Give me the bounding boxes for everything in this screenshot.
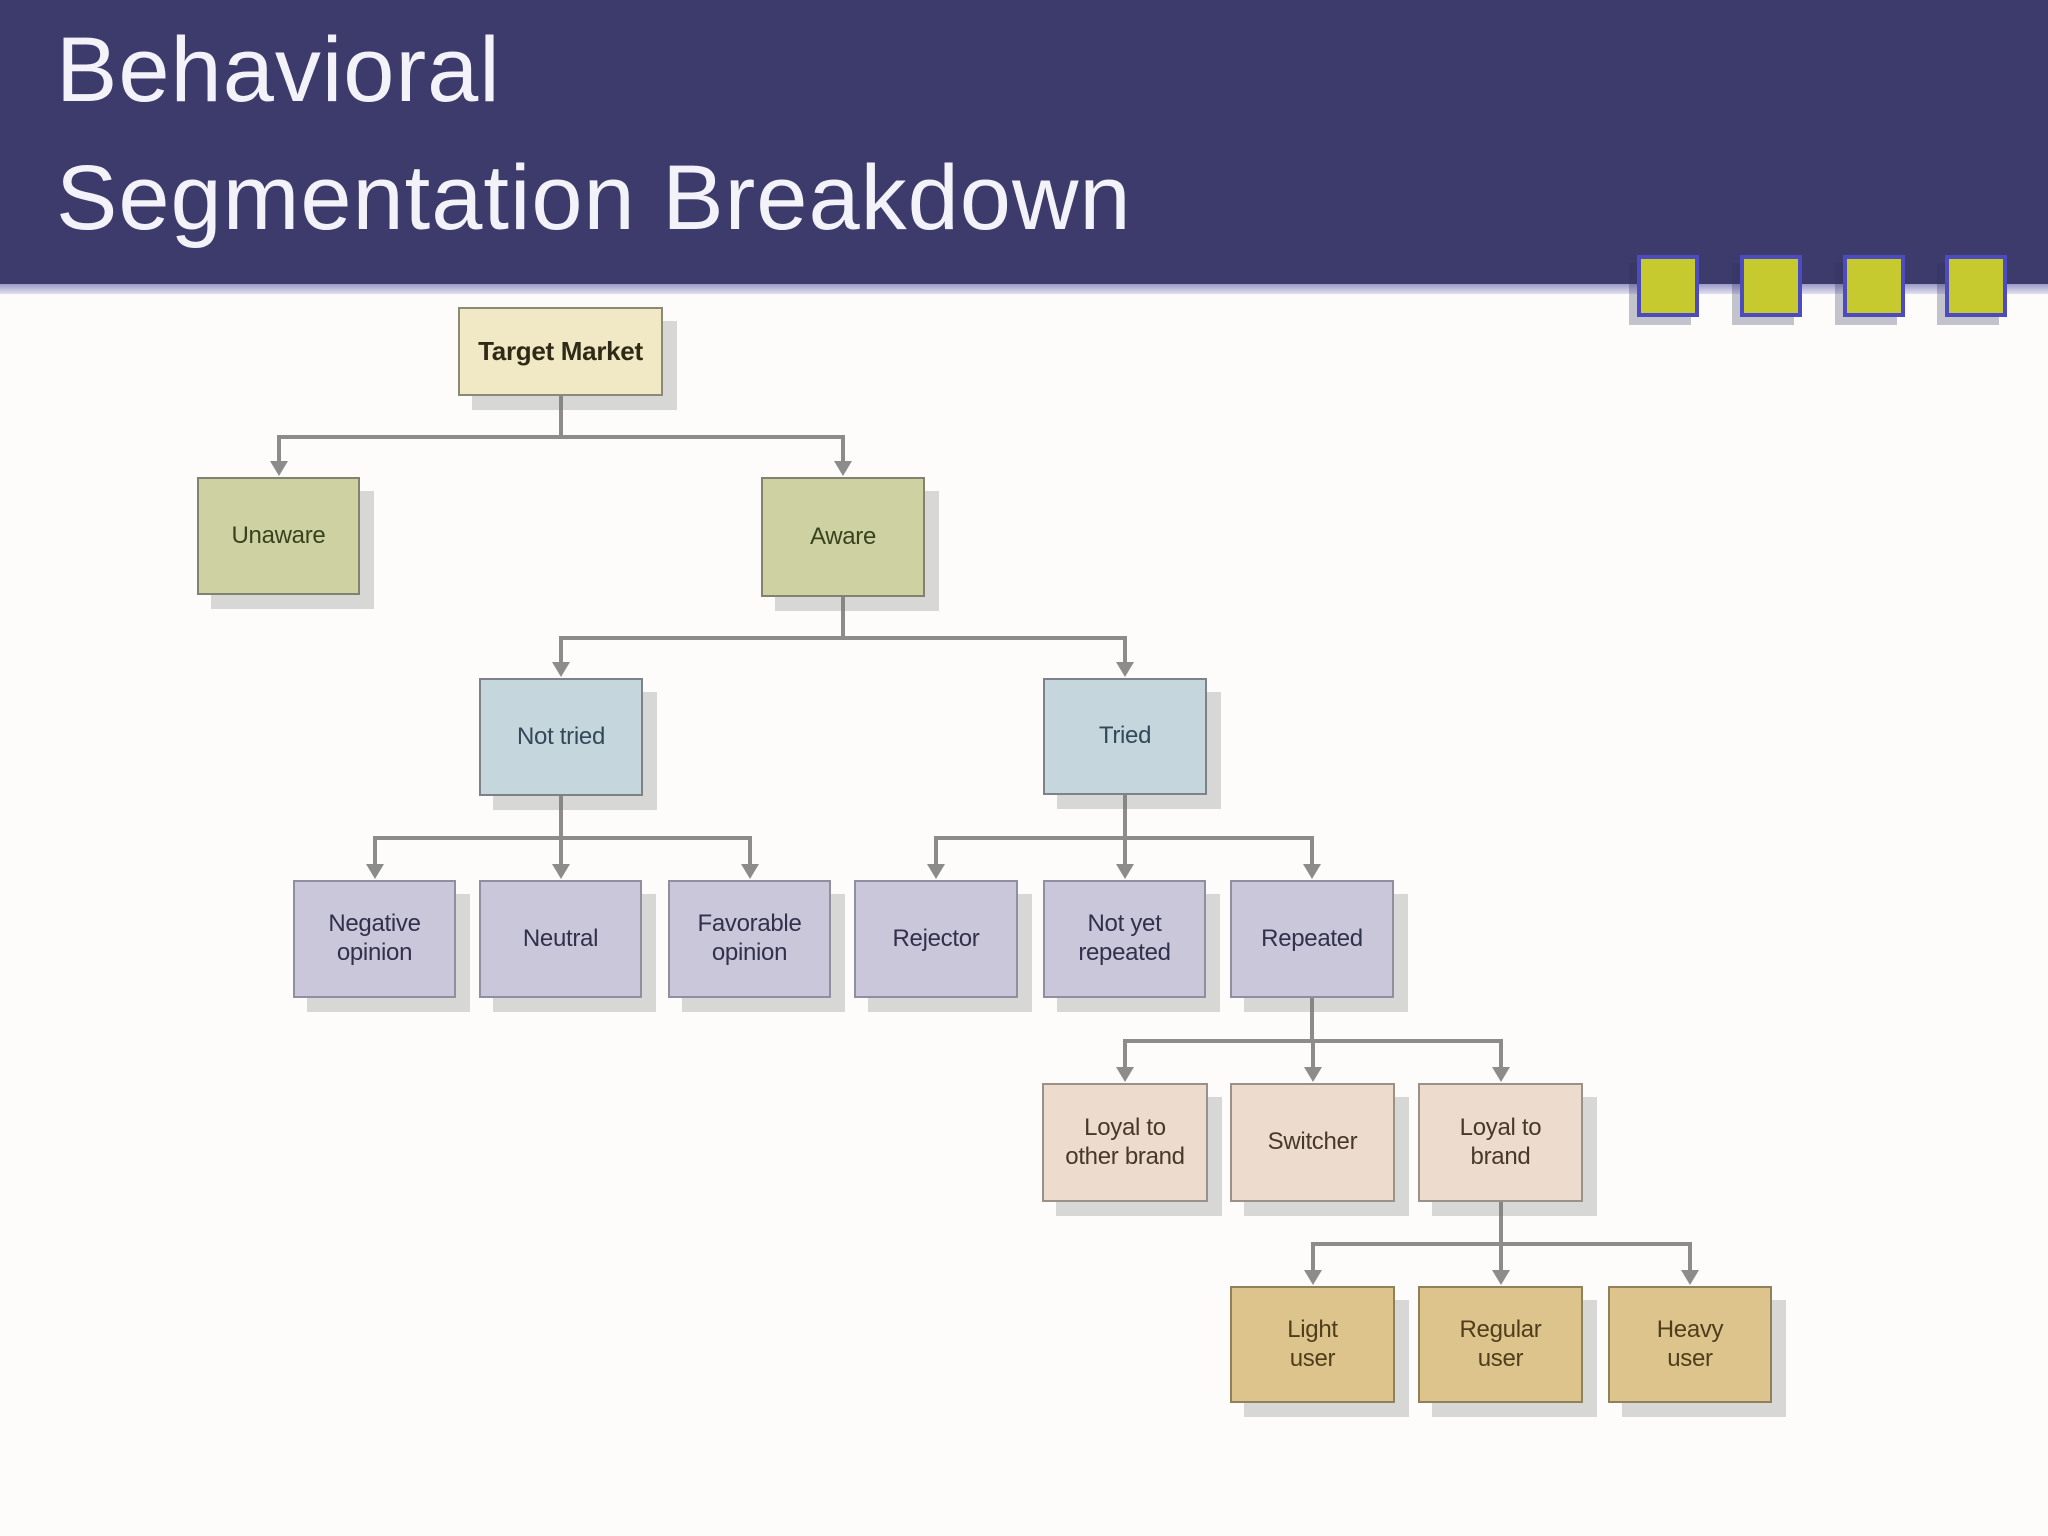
node-tried: Tried bbox=[1043, 678, 1207, 795]
connector-arrowhead bbox=[1116, 662, 1134, 677]
connector-line bbox=[1122, 838, 1127, 866]
node-rejector: Rejector bbox=[854, 880, 1018, 998]
connector-line bbox=[1498, 1244, 1503, 1272]
connector-arrowhead bbox=[740, 864, 759, 879]
connector-arrowhead bbox=[1491, 1067, 1510, 1082]
connector-arrowhead bbox=[1303, 864, 1321, 879]
node-not-yet-repeated: Not yet repeated bbox=[1043, 880, 1206, 998]
decor-square bbox=[1945, 255, 2007, 317]
decor-square bbox=[1637, 255, 1699, 317]
connector-line bbox=[1123, 638, 1127, 664]
connector-line bbox=[934, 838, 938, 866]
decor-square bbox=[1740, 255, 1802, 317]
connector-line bbox=[1123, 1041, 1127, 1069]
header-band bbox=[0, 0, 2048, 284]
node-light-user: Light user bbox=[1230, 1286, 1395, 1403]
connector-line bbox=[841, 437, 845, 463]
connector-arrowhead bbox=[269, 461, 288, 476]
node-not-tried: Not tried bbox=[479, 678, 643, 796]
connector-line bbox=[559, 636, 1127, 640]
connector-line bbox=[1498, 1202, 1503, 1244]
connector-arrowhead bbox=[365, 864, 384, 879]
node-favorable-opinion: Favorable opinion bbox=[668, 880, 831, 998]
node-switcher: Switcher bbox=[1230, 1083, 1395, 1202]
node-negative-opinion: Negative opinion bbox=[293, 880, 456, 998]
connector-arrowhead bbox=[1303, 1270, 1322, 1285]
node-target-market: Target Market bbox=[458, 307, 663, 396]
connector-arrowhead bbox=[1681, 1270, 1699, 1285]
header-divider bbox=[0, 284, 2048, 294]
connector-line bbox=[559, 638, 563, 664]
node-unaware: Unaware bbox=[197, 477, 360, 595]
connector-arrowhead bbox=[1303, 1067, 1322, 1082]
node-repeated: Repeated bbox=[1230, 880, 1394, 998]
slide-title-line1: Behavioral bbox=[56, 19, 501, 121]
connector-line bbox=[276, 435, 845, 439]
connector-line bbox=[1123, 795, 1127, 838]
connector-line bbox=[372, 838, 377, 866]
connector-line bbox=[1310, 1244, 1315, 1272]
node-neutral: Neutral bbox=[479, 880, 642, 998]
connector-arrowhead bbox=[927, 864, 945, 879]
connector-line bbox=[559, 796, 563, 838]
connector-line bbox=[558, 838, 563, 866]
connector-arrowhead bbox=[834, 461, 852, 476]
node-aware: Aware bbox=[761, 477, 925, 597]
connector-line bbox=[1310, 1041, 1315, 1069]
connector-arrowhead bbox=[551, 864, 570, 879]
connector-arrowhead bbox=[552, 662, 570, 677]
node-heavy-user: Heavy user bbox=[1608, 1286, 1772, 1403]
node-regular-user: Regular user bbox=[1418, 1286, 1583, 1403]
connector-line bbox=[1688, 1244, 1692, 1272]
connector-line bbox=[1310, 838, 1314, 866]
connector-line bbox=[558, 396, 563, 437]
connector-arrowhead bbox=[1491, 1270, 1510, 1285]
connector-line bbox=[1498, 1041, 1503, 1069]
decor-square bbox=[1843, 255, 1905, 317]
connector-line bbox=[1310, 998, 1314, 1041]
node-loyal-other-brand: Loyal to other brand bbox=[1042, 1083, 1208, 1202]
connector-arrowhead bbox=[1115, 864, 1134, 879]
connector-line bbox=[276, 437, 281, 463]
connector-line bbox=[841, 597, 845, 638]
connector-arrowhead bbox=[1116, 1067, 1134, 1082]
connector-line bbox=[747, 838, 752, 866]
slide-title-line2: Segmentation Breakdown bbox=[56, 147, 1132, 249]
node-loyal-brand: Loyal to brand bbox=[1418, 1083, 1583, 1202]
